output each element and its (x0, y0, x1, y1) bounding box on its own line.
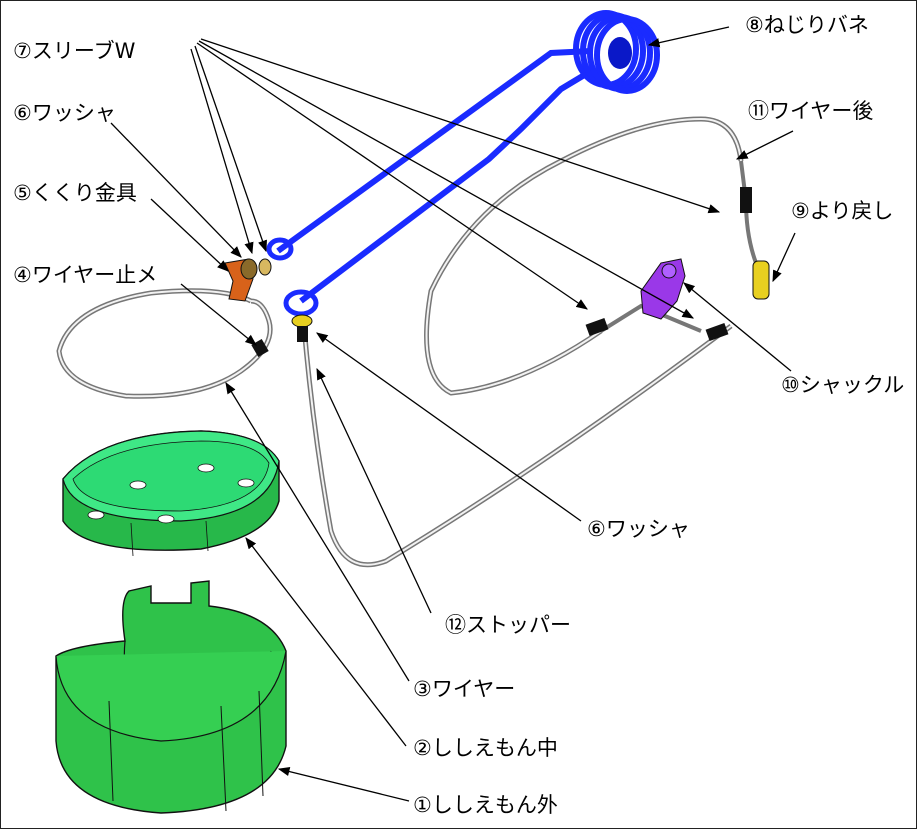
label-shishiemon-outer: ①ししえもん外 (413, 793, 558, 817)
shishiemon-outer-part (55, 580, 287, 814)
label-torsion-spring: ⑧ねじりバネ (745, 13, 869, 37)
shishiemon-mid-part (62, 430, 280, 557)
wire-rear-loop (424, 116, 758, 396)
label-washer-top: ⑥ワッシャ (13, 101, 116, 125)
label-wire-rear: ⑪ワイヤー後 (748, 99, 874, 123)
label-wire: ③ワイヤー (413, 677, 516, 701)
wire-loop-left (56, 288, 273, 399)
leader-lines (110, 26, 796, 802)
label-shackle: ⑩シャックル (781, 373, 905, 397)
wire-long-loop (301, 323, 733, 568)
torsion-spring-part (266, 10, 660, 317)
label-swivel: ⑨より戻し (791, 199, 894, 223)
small-parts (224, 258, 770, 342)
label-sleeve-w: ⑦スリーブW (13, 39, 136, 63)
label-wire-stop: ④ワイヤー止メ (13, 263, 158, 287)
label-stopper: ⑫ストッパー (445, 613, 571, 637)
label-shishiemon-mid: ②ししえもん中 (413, 736, 558, 760)
label-washer-mid: ⑥ワッシャ (587, 517, 690, 541)
label-kukuri: ⑤くくり金具 (13, 181, 137, 205)
